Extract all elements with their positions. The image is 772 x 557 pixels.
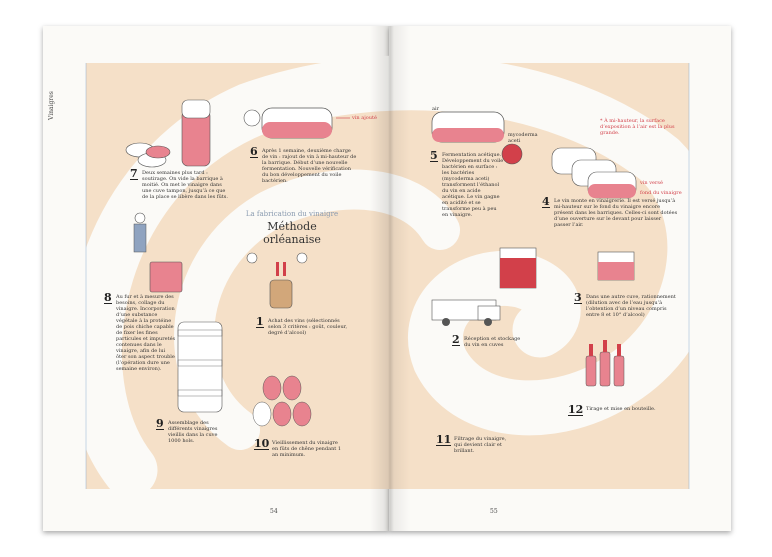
page-number-right: 55 [490, 508, 498, 515]
step-number: 6 [250, 146, 258, 158]
step-number: 9 [156, 418, 164, 430]
vat-step9-icon [178, 322, 222, 412]
step-text: Réception et stockage du vin en cuves [464, 336, 524, 348]
running-head: Vinaigres [48, 91, 55, 120]
section-title: La fabrication du vinaigre [232, 210, 352, 218]
step-number: 1 [256, 316, 264, 328]
annotation-note: * À mi-hauteur, la surface d’exposition … [600, 118, 680, 136]
bottles-step12-icon [586, 340, 624, 386]
step-text: Au fur et à mesure des besoins, collage … [116, 294, 176, 372]
step-text: Tirage et mise en bouteille. [586, 406, 666, 412]
step-text: Filtrage du vinaigre, qui devient clair … [454, 436, 514, 454]
step-text: Deux semaines plus tard : soutirage. On … [142, 170, 232, 200]
step-number: 2 [452, 334, 460, 346]
step-number: 11 [436, 434, 451, 446]
annotation-vin-verse: vin versé [640, 180, 663, 186]
book-gutter [370, 26, 410, 531]
step-text: Assemblage des différents vinaigres viei… [168, 420, 228, 444]
annotation-air: air [432, 106, 439, 112]
annotation-mycoderma: mycoderma aceti [508, 132, 538, 144]
step-text: Fermentation acétique. Développement du … [442, 152, 504, 218]
page-number-left: 54 [270, 508, 278, 515]
step-number: 10 [254, 438, 269, 450]
step-number: 5 [430, 150, 438, 162]
step-text: Vieillissement du vinaigre en fûts de ch… [272, 440, 342, 458]
step-text: Après 1 semaine, deuxième charge de vin … [262, 148, 358, 184]
step-text: Le vin monte en vinaigrerie. Il est vers… [554, 198, 678, 228]
annotation-fond: fond du vinaigre [640, 190, 682, 196]
step-text: Achat des vins (sélectionnés selon 3 cri… [268, 318, 348, 336]
step-number: 12 [568, 404, 583, 416]
barrels-step10-icon [253, 376, 311, 426]
tasting-step1-icon [247, 253, 307, 308]
step-number: 8 [104, 292, 112, 304]
step-number: 3 [574, 292, 582, 304]
step-number: 4 [542, 196, 550, 208]
step-number: 7 [130, 168, 138, 180]
tank-step3-icon [598, 252, 634, 280]
step-text: Dans une autre cuve, rationnement (dilut… [586, 294, 676, 318]
method-title: Méthode orléanaise [242, 220, 342, 246]
